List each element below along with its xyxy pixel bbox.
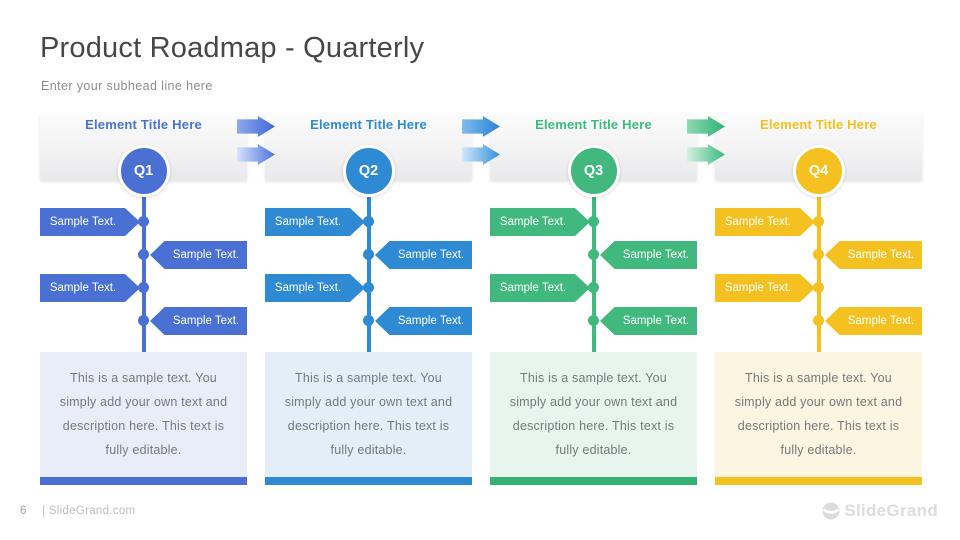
timeline-dot	[363, 282, 374, 293]
callout-label: Sample Text.	[600, 307, 697, 335]
description-box: This is a sample text. You simply add yo…	[40, 352, 247, 485]
description-text: This is a sample text. You simply add yo…	[59, 371, 228, 457]
slide-subtitle: Enter your subhead line here	[41, 79, 213, 93]
element-title: Element Title Here	[535, 117, 652, 132]
callout-label: Sample Text.	[40, 274, 140, 302]
right-arrow-icon	[237, 116, 275, 137]
timeline-dot	[588, 249, 599, 260]
right-arrow-icon	[687, 144, 725, 165]
callout-label: Sample Text.	[265, 208, 365, 236]
timeline-dot	[588, 282, 599, 293]
timeline-line	[366, 196, 371, 353]
callout-label: Sample Text.	[150, 241, 247, 269]
quarter-badge: Q2	[342, 145, 395, 197]
quarter-badge: Q3	[567, 145, 620, 197]
description-box: This is a sample text. You simply add yo…	[715, 352, 922, 485]
callout-label: Sample Text.	[40, 208, 140, 236]
timeline-dot	[363, 216, 374, 227]
timeline-dot	[813, 249, 824, 260]
quarter-column-q1: Element Title Here Q1 Sample Text. Sampl…	[40, 112, 247, 485]
callout-label: Sample Text.	[715, 208, 815, 236]
timeline-dot	[138, 249, 149, 260]
quarter-badge: Q4	[792, 145, 845, 197]
callout-label: Sample Text.	[375, 307, 472, 335]
quarter-badge: Q1	[117, 145, 170, 197]
footer-site-text: | SlideGrand.com	[42, 505, 136, 517]
callout-label: Sample Text.	[825, 241, 922, 269]
timeline-dot	[363, 315, 374, 326]
timeline-line	[591, 196, 596, 353]
right-arrow-icon	[462, 144, 500, 165]
quarter-column-q2: Element Title Here Q2 Sample Text. Sampl…	[265, 112, 472, 485]
element-title: Element Title Here	[760, 117, 877, 132]
description-text: This is a sample text. You simply add yo…	[734, 371, 903, 457]
timeline-dot	[588, 315, 599, 326]
transition-arrows-q3-q4	[687, 112, 725, 180]
timeline-dot	[813, 315, 824, 326]
element-title: Element Title Here	[85, 117, 202, 132]
quarter-column-q4: Element Title Here Q4 Sample Text. Sampl…	[715, 112, 922, 485]
right-arrow-icon	[462, 116, 500, 137]
brand-logo: SlideGrand	[822, 501, 938, 521]
description-box: This is a sample text. You simply add yo…	[265, 352, 472, 485]
timeline-dot	[138, 315, 149, 326]
callout-label: Sample Text.	[490, 274, 590, 302]
callout-label: Sample Text.	[150, 307, 247, 335]
timeline-dot	[813, 282, 824, 293]
quarter-column-q3: Element Title Here Q3 Sample Text. Sampl…	[490, 112, 697, 485]
callout-label: Sample Text.	[375, 241, 472, 269]
transition-arrows-q2-q3	[462, 112, 500, 180]
page-number: 6	[20, 505, 27, 517]
right-arrow-icon	[687, 116, 725, 137]
slide-title: Product Roadmap - Quarterly	[40, 32, 425, 64]
timeline-dot	[588, 216, 599, 227]
callout-label: Sample Text.	[715, 274, 815, 302]
description-text: This is a sample text. You simply add yo…	[509, 371, 678, 457]
timeline-dot	[363, 249, 374, 260]
transition-arrows-q1-q2	[237, 112, 275, 180]
timeline-dot	[138, 282, 149, 293]
description-text: This is a sample text. You simply add yo…	[284, 371, 453, 457]
callout-label: Sample Text.	[600, 241, 697, 269]
slidegrand-logo-icon	[822, 502, 840, 520]
element-title: Element Title Here	[310, 117, 427, 132]
timeline-line	[816, 196, 821, 353]
timeline-dot	[813, 216, 824, 227]
timeline-line	[141, 196, 146, 353]
brand-name: SlideGrand	[844, 501, 938, 520]
callout-label: Sample Text.	[490, 208, 590, 236]
description-box: This is a sample text. You simply add yo…	[490, 352, 697, 485]
timeline-dot	[138, 216, 149, 227]
right-arrow-icon	[237, 144, 275, 165]
callout-label: Sample Text.	[825, 307, 922, 335]
callout-label: Sample Text.	[265, 274, 365, 302]
